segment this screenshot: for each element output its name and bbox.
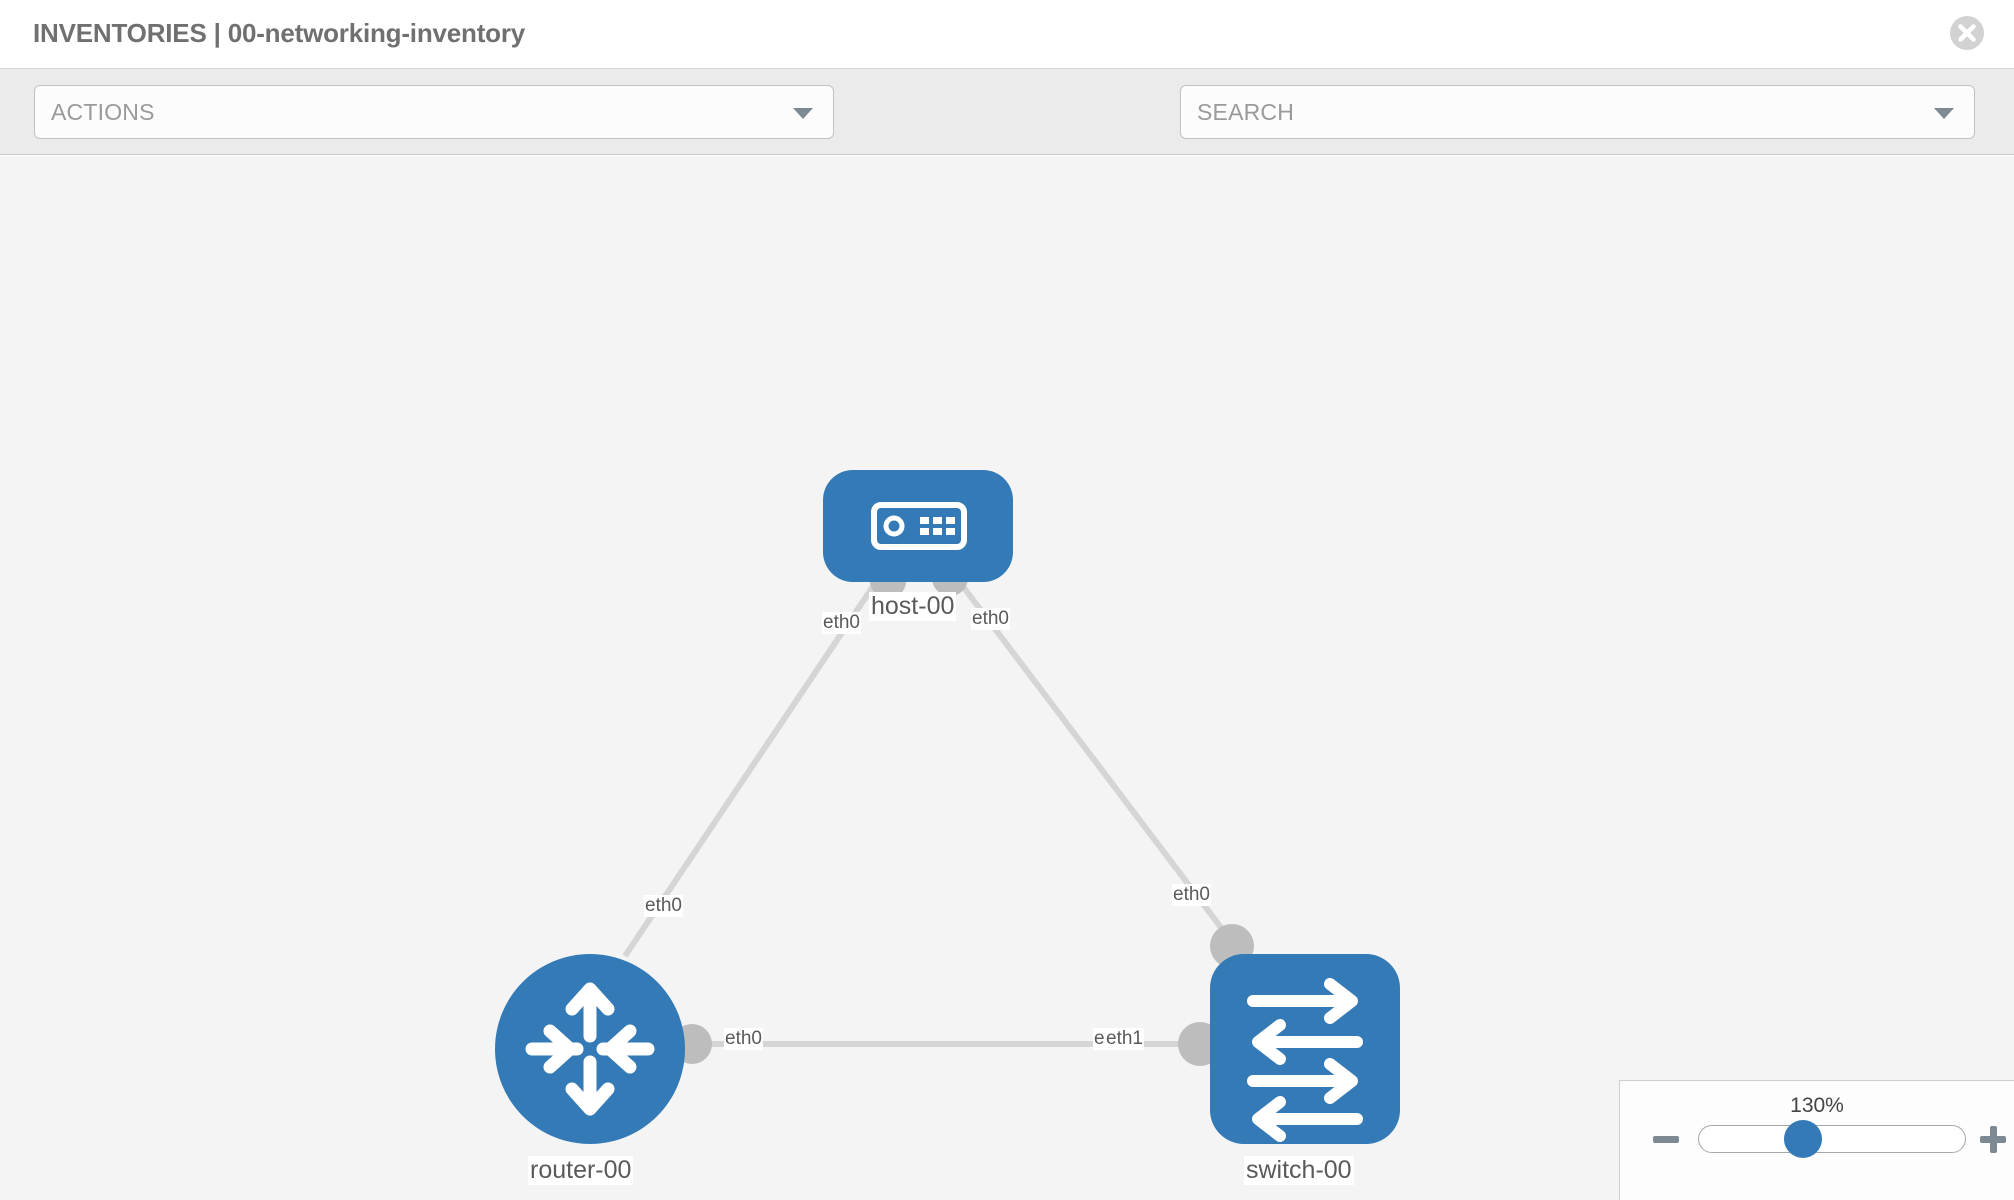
- close-icon[interactable]: [1948, 14, 1986, 52]
- iface-label-host00-eth0-left: eth0: [822, 612, 861, 634]
- link-host00-router00: [622, 574, 883, 958]
- search-placeholder: SEARCH: [1197, 99, 1295, 125]
- node-label-switch-00: switch-00: [1244, 1156, 1354, 1185]
- zoom-control-panel: 130%: [1619, 1080, 2014, 1200]
- server-icon: [871, 502, 967, 550]
- zoom-slider-thumb[interactable]: [1784, 1120, 1822, 1158]
- node-switch-00[interactable]: [1210, 954, 1400, 1144]
- chevron-down-icon: [793, 108, 813, 119]
- switch-icon: [1247, 978, 1363, 1142]
- toolbar: ACTIONS SEARCH: [0, 69, 2014, 197]
- chevron-down-icon[interactable]: [1934, 108, 1954, 119]
- search-input[interactable]: SEARCH: [1180, 85, 1975, 139]
- zoom-out-button[interactable]: [1653, 1136, 1679, 1143]
- iface-label-switch00-eth1-west: eth1: [1105, 1028, 1144, 1050]
- zoom-percent-label: 130%: [1790, 1094, 1844, 1117]
- page-title: INVENTORIES | 00-networking-inventory: [33, 18, 526, 48]
- iface-label-host00-eth0-right: eth0: [971, 608, 1010, 630]
- actions-dropdown[interactable]: ACTIONS: [34, 85, 834, 139]
- node-label-host-00: host-00: [869, 592, 957, 621]
- zoom-slider-track[interactable]: [1698, 1125, 1966, 1153]
- topology-canvas[interactable]: host-00 router-00 switch-00 eth0 eth0 et…: [0, 156, 2014, 1200]
- topology-ports: [672, 560, 1254, 1066]
- node-host-00[interactable]: [823, 470, 1013, 582]
- node-router-00[interactable]: [495, 954, 685, 1144]
- router-icon: [525, 982, 655, 1116]
- topology-graph: [495, 470, 1400, 1144]
- iface-label-router00-eth0-east: eth0: [724, 1028, 763, 1050]
- iface-label-router00-eth0-north: eth0: [644, 895, 683, 917]
- node-label-router-00: router-00: [528, 1156, 634, 1185]
- iface-label-switch00-eth0-north: eth0: [1172, 884, 1211, 906]
- actions-dropdown-label: ACTIONS: [51, 99, 155, 125]
- topology-links: [622, 574, 1238, 1047]
- page-header: INVENTORIES | 00-networking-inventory: [0, 0, 2014, 69]
- plus-icon-vertical: [1990, 1126, 1997, 1153]
